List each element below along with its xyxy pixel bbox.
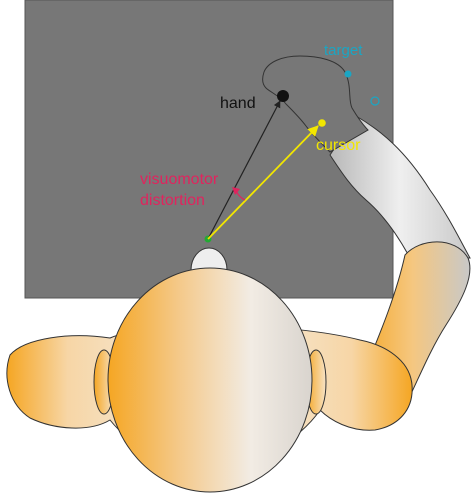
distortion-arrowhead	[232, 187, 240, 195]
hand-label: hand	[220, 95, 256, 112]
forearm	[329, 115, 471, 259]
cursor-dot	[318, 119, 326, 127]
cursor-vector	[207, 125, 319, 240]
cursor-label: cursor	[316, 137, 361, 154]
hand-outline	[262, 55, 369, 153]
head	[107, 267, 313, 493]
distortion-label-line2: distortion	[140, 192, 205, 209]
target-dot	[344, 70, 352, 78]
target-label: target	[324, 42, 363, 59]
distortion-label-line1: visuomotor	[140, 171, 219, 188]
alternate-target-circle	[370, 96, 380, 106]
hand-position-dot	[277, 90, 289, 102]
hand-vector	[207, 100, 281, 240]
